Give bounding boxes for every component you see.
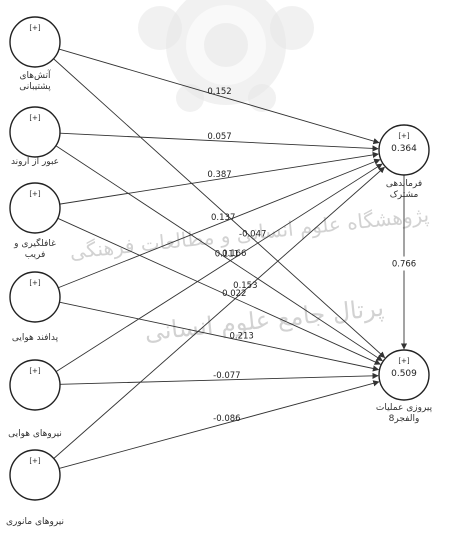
construct-label: والفجر8 — [389, 414, 420, 424]
construct-label: پدافند هوایی — [12, 333, 59, 343]
construct-node-n5: [+] نیروهای هوایی — [8, 359, 62, 439]
construct-node-n2: [+] عبور از اروند — [9, 106, 61, 167]
construct-label: عبور از اروند — [11, 157, 59, 167]
path-arrow-n1-t1 — [58, 48, 380, 145]
construct-marker: [+] — [398, 132, 410, 140]
path-coefficient-n3-t1: 0.387 — [207, 170, 231, 180]
path-coefficient-n6-t2: -0.086 — [213, 414, 240, 424]
construct-label: فریب — [25, 250, 46, 260]
watermark-seal-icon — [138, 0, 314, 112]
construct-marker: [+] — [29, 457, 41, 465]
path-coefficient-n2-t1: 0.057 — [207, 132, 231, 142]
construct-marker: [+] — [29, 367, 41, 375]
construct-label: پیروزی عملیات — [376, 403, 433, 413]
path-arrow-n3-t2 — [57, 217, 381, 365]
construct-circle — [9, 359, 61, 411]
path-coefficient-n2-t2: 0.111 — [215, 249, 239, 259]
path-coefficient-n5-t2: -0.077 — [213, 371, 240, 381]
construct-r-squared: 0.364 — [391, 144, 417, 154]
construct-marker: [+] — [398, 357, 410, 365]
path-coefficient-n3-t2: 0.022 — [222, 289, 246, 299]
watermark: پژوهشگاه علوم انسانی و مطالعات فرهنگی پر… — [68, 0, 430, 347]
path-coefficient-n1-t1: 0.152 — [207, 87, 231, 97]
construct-label: غافلگیری و — [13, 237, 56, 249]
path-arrow-n2-t1 — [59, 132, 379, 152]
construct-node-n4: [+] پدافند هوایی — [9, 271, 61, 343]
construct-circle — [9, 16, 61, 68]
construct-marker: [+] — [29, 190, 41, 198]
path-arrow-n2-t2 — [55, 145, 383, 362]
construct-marker: [+] — [29, 279, 41, 287]
path-arrow-n6-t2 — [59, 380, 380, 469]
path-coefficient-n1-t2: -0.047 — [239, 229, 266, 239]
construct-marker: [+] — [29, 24, 41, 32]
construct-label: آتش‌های — [19, 69, 51, 81]
construct-label: پشتیبانی — [19, 82, 51, 92]
construct-node-n6: [+] نیروهای مانوری — [6, 449, 64, 527]
construct-label: نیروهای مانوری — [6, 517, 64, 527]
path-coefficient-n6-t1: 0.153 — [233, 281, 257, 291]
path-arrow-n5-t1 — [55, 163, 383, 372]
construct-circle — [9, 106, 61, 158]
path-coefficient-bg — [390, 256, 418, 271]
path-coefficient-n4-t1: 0.137 — [211, 213, 235, 223]
construct-circle — [9, 449, 61, 501]
path-arrow-n4-t2 — [59, 301, 380, 372]
path-coefficient-t1-t2: 0.766 — [392, 260, 416, 270]
path-coefficient-n5-t1: 0.166 — [222, 249, 246, 259]
path-arrow-n6-t1 — [53, 166, 385, 459]
construct-circle — [9, 182, 61, 234]
construct-circle — [378, 349, 430, 401]
construct-label: نیروهای هوایی — [8, 429, 62, 439]
construct-marker: [+] — [29, 114, 41, 122]
path-arrow-n1-t2 — [53, 58, 386, 359]
construct-circle — [378, 124, 430, 176]
construct-circle — [9, 271, 61, 323]
path-coefficient-n4-t2: 0.213 — [229, 332, 253, 342]
path-arrow-n3-t1 — [59, 151, 379, 205]
construct-label: مشترک — [390, 189, 419, 200]
path-arrow-n5-t2 — [59, 372, 379, 385]
path-arrow-n4-t1 — [58, 158, 381, 289]
construct-r-squared: 0.509 — [391, 369, 417, 379]
construct-label: فرماندهی — [386, 179, 422, 189]
